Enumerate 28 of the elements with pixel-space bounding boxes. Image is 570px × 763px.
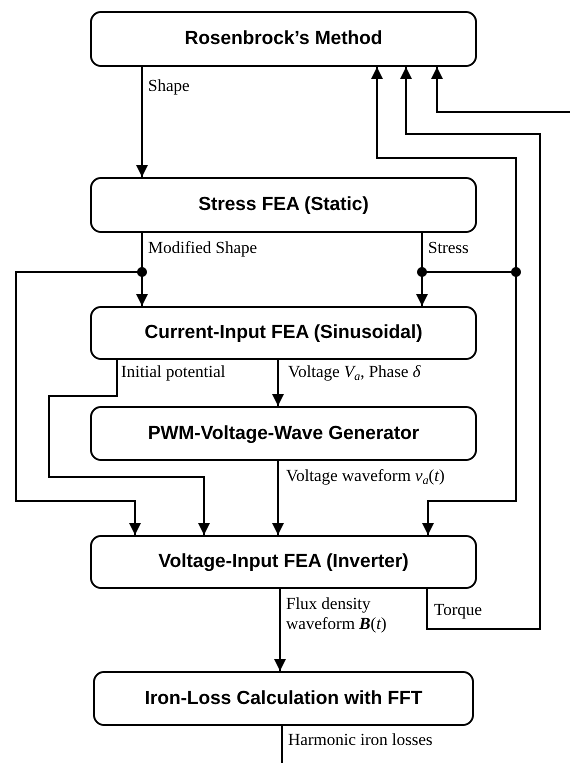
process-box [90, 177, 477, 233]
edge-label: Torque [434, 600, 482, 620]
connector-arrow [136, 67, 148, 177]
edge-label: Flux density waveform B(t) [286, 594, 388, 634]
process-box [90, 535, 477, 589]
process-box [90, 11, 477, 67]
box-title: Rosenbrock’s Method [184, 28, 382, 50]
connector-arrow [274, 589, 286, 671]
edge-label: Voltage V$_{a}$, Phase δ [288, 362, 421, 384]
edge-label: Shape [148, 76, 190, 96]
connector-arrow [400, 67, 541, 630]
box-title: Voltage-Input FEA (Inverter) [158, 551, 409, 573]
connector-arrow [48, 360, 210, 535]
edge-label: Modified Shape [148, 238, 258, 258]
process-box [93, 671, 474, 726]
box-title: Iron-Loss Calculation with FFT [144, 688, 422, 710]
process-box [90, 406, 477, 461]
box-title: Current-Input FEA (Sinusoidal) [144, 322, 422, 344]
edge-label: Stress [428, 238, 469, 258]
edge-label: Harmonic iron losses [288, 730, 432, 750]
process-box [90, 306, 477, 360]
connector-arrow [431, 67, 570, 113]
edge-label: Voltage waveform v$_{a}$(t) [286, 466, 445, 488]
edge-label: Initial potential [121, 362, 226, 382]
box-title: Stress FEA (Static) [198, 194, 369, 216]
box-title: PWM-Voltage-Wave Generator [148, 422, 420, 444]
connector-arrow [272, 360, 284, 406]
connector-arrow [272, 461, 284, 535]
